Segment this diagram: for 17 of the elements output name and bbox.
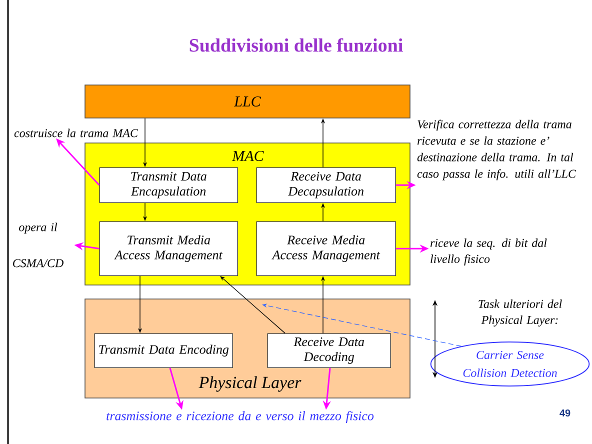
process-box: Transmit Media Access Management (99, 221, 238, 276)
annotation-text: costruisce la trama MAC (14, 128, 138, 138)
arrow (220, 276, 286, 334)
ellipse-note: Carrier Sense Collision Detection (430, 342, 590, 386)
annotation-text: Verifica correttezza della trama ricevuta e se la stazione e’ destinazione della trama. In tal caso passa le info. utili all’LLC (417, 120, 576, 180)
annotation-text: riceve la seq. di bit dal livello fisico (430, 238, 547, 266)
process-box: Receive Data Decapsulation (256, 167, 396, 203)
page-number: 49 (560, 409, 570, 417)
annotation-text: trasmissione e ricezione da e verso il mezzo fisico (106, 411, 374, 423)
process-box: Receive Media Access Management (256, 221, 396, 276)
layer-box: LLC (84, 84, 410, 118)
process-box: Transmit Data Encoding (94, 333, 233, 368)
annotation-text: Task ulteriori del Physical Layer: (478, 300, 562, 326)
process-box: Receive Data Decoding (267, 333, 391, 368)
process-box: Transmit Data Encapsulation (99, 167, 238, 203)
annotation-text: opera il CSMA/CD (13, 222, 64, 268)
title: Suddivisioni delle funzioni (190, 38, 403, 52)
